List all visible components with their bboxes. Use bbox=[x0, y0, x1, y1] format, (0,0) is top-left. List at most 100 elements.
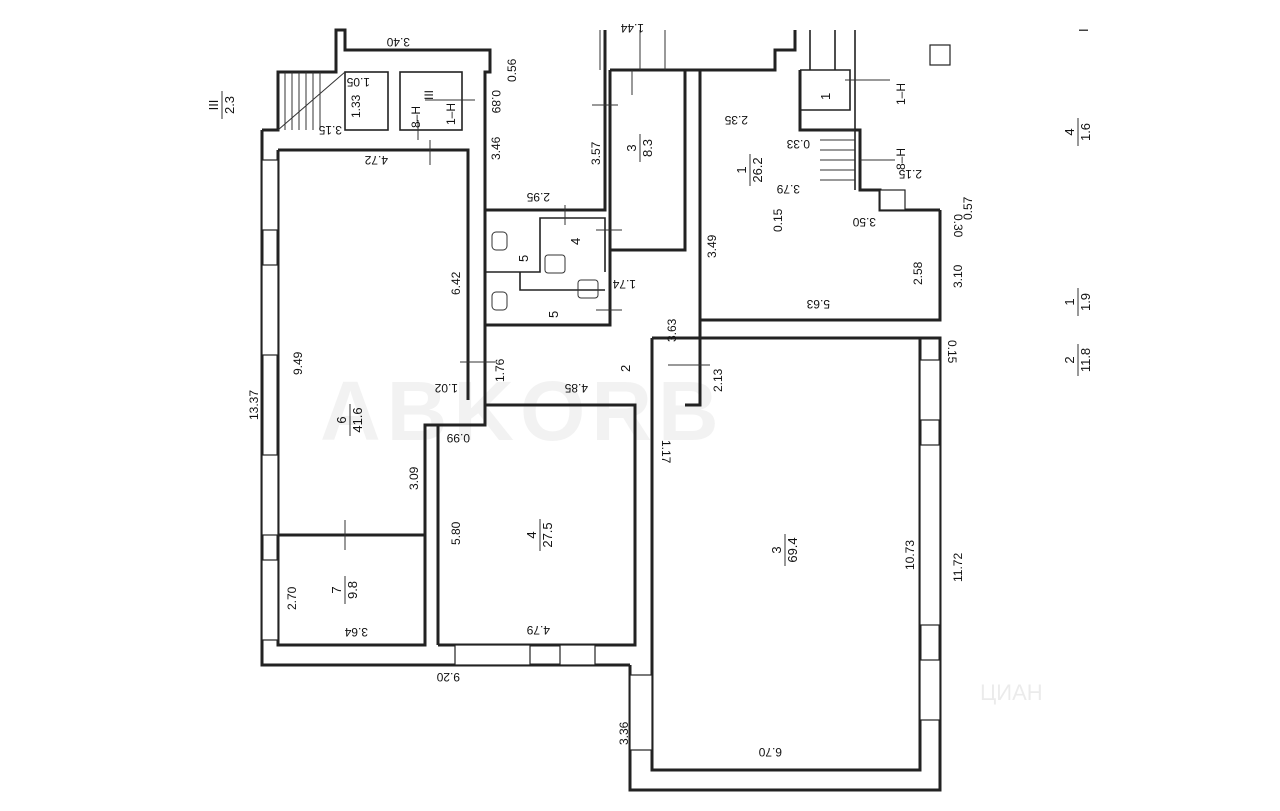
dim: 3.64 bbox=[344, 625, 368, 639]
dim: 3.50 bbox=[852, 215, 876, 229]
dim: 5.63 bbox=[806, 297, 830, 311]
dim: 3.49 bbox=[705, 234, 719, 258]
dim: 6.70 bbox=[758, 745, 782, 759]
stair-right-lines bbox=[809, 30, 856, 190]
dim: 0.30 bbox=[951, 214, 965, 238]
dim: 3.09 bbox=[407, 466, 421, 490]
room-number: 1 bbox=[734, 166, 749, 173]
dim: 3.46 bbox=[489, 136, 503, 160]
dim: 5.80 bbox=[449, 521, 463, 545]
fraction-den: 11.8 bbox=[1078, 348, 1093, 372]
window-left-3 bbox=[261, 454, 279, 536]
window-right-3 bbox=[919, 659, 941, 721]
fraction-den: 2.3 bbox=[222, 96, 237, 114]
dim: 0.57 bbox=[961, 196, 975, 220]
fraction-III: III 2.3 bbox=[206, 91, 237, 119]
dim: 0.89 bbox=[489, 90, 503, 114]
room-area: 26.2 bbox=[750, 157, 765, 182]
dim: 1.33 bbox=[349, 94, 363, 118]
wall-room4-room7 bbox=[276, 150, 637, 647]
dim: 3.36 bbox=[617, 721, 631, 745]
room-5a-label: 5 bbox=[516, 255, 531, 262]
wall-wc-block bbox=[483, 30, 942, 327]
window-left-4 bbox=[261, 559, 279, 641]
dim: 3.40 bbox=[386, 35, 410, 49]
small-labels: 4 5 5 2 1 1–H 8–H 1–H 8–H III bbox=[409, 83, 908, 372]
room-area: 69.4 bbox=[785, 537, 800, 562]
dim: 4.72 bbox=[364, 153, 388, 167]
hatch-8h-left: 8–H bbox=[409, 106, 423, 128]
dim: 0.15 bbox=[771, 208, 785, 232]
fraction-den: 1.9 bbox=[1078, 293, 1093, 311]
window-top-right bbox=[879, 189, 906, 211]
stairs bbox=[277, 30, 855, 181]
hatch-1h-left: 1–H bbox=[444, 103, 458, 125]
stair-right-hatch bbox=[820, 129, 855, 181]
fraction-num: 2 bbox=[1062, 356, 1077, 363]
shaft-box bbox=[399, 71, 463, 131]
hatch-1h-right: 1–H bbox=[894, 83, 908, 105]
dim: 0.33 bbox=[786, 137, 810, 151]
door-marks bbox=[344, 70, 895, 550]
room-area: 8.3 bbox=[640, 139, 655, 157]
dim: 9.49 bbox=[291, 351, 305, 375]
dim: 0.99 bbox=[446, 431, 470, 445]
legend-fractions: 4 1.6 1 1.9 2 11.8 III 2.3 I bbox=[206, 28, 1093, 376]
wall-corridor bbox=[483, 250, 702, 407]
dim: 13.37 bbox=[247, 390, 261, 420]
fraction-den: 1.6 bbox=[1078, 123, 1093, 141]
room-7-label: 7 9.8 bbox=[329, 576, 360, 604]
room-1-label: 1 26.2 bbox=[734, 154, 765, 186]
toilet-icon bbox=[491, 291, 508, 311]
windows bbox=[261, 44, 951, 751]
dim: 1.02 bbox=[434, 381, 458, 395]
dim: 0.56 bbox=[505, 58, 519, 82]
window-right-2 bbox=[919, 444, 941, 626]
dim: 6.42 bbox=[449, 271, 463, 295]
room-number: 7 bbox=[329, 586, 344, 593]
fraction-num: 1 bbox=[1062, 298, 1077, 305]
room-number: 4 bbox=[524, 531, 539, 538]
fraction-2: 2 11.8 bbox=[1062, 344, 1093, 376]
dimension-labels: 3.40 0.56 1.44 1.05 1.33 3.15 0.89 3.46 … bbox=[247, 21, 975, 759]
wall-wc-partition bbox=[485, 217, 606, 273]
fraction-4: 4 1.6 bbox=[1062, 118, 1093, 146]
dim: 2.58 bbox=[911, 261, 925, 285]
sink-icon bbox=[577, 279, 599, 299]
window-bottom-1 bbox=[454, 644, 531, 666]
room-4-small-label: 4 bbox=[568, 238, 583, 245]
dim: 4.85 bbox=[564, 381, 588, 395]
dim: 1.74 bbox=[612, 277, 636, 291]
top-shaft-lines bbox=[599, 30, 666, 70]
marker-square bbox=[929, 44, 951, 66]
wall-top-left bbox=[262, 28, 492, 210]
dim: 1.76 bbox=[493, 358, 507, 382]
stair-right-box bbox=[800, 69, 851, 111]
room-number: 3 bbox=[769, 546, 784, 553]
window-right-1 bbox=[919, 359, 941, 421]
walls bbox=[260, 28, 942, 792]
fraction-num: 4 bbox=[1062, 128, 1077, 135]
window-left-1 bbox=[261, 159, 279, 231]
fraction-num: III bbox=[206, 100, 221, 111]
stair-left-box bbox=[344, 71, 389, 131]
dim: 1.44 bbox=[620, 21, 644, 35]
dim: 9.20 bbox=[436, 670, 460, 684]
fraction-1: 1 1.9 bbox=[1062, 288, 1093, 316]
room-area: 41.6 bbox=[350, 407, 365, 432]
fixtures bbox=[491, 231, 599, 311]
room-3-big-label: 3 69.4 bbox=[769, 534, 800, 566]
dim: 2.15 bbox=[898, 167, 922, 181]
room-area: 9.8 bbox=[345, 581, 360, 599]
dim: 3.79 bbox=[776, 182, 800, 196]
dim: 10.73 bbox=[903, 540, 917, 570]
door-ticks bbox=[344, 70, 895, 550]
stair-left-hatch bbox=[277, 71, 346, 131]
dim: 1.17 bbox=[659, 440, 673, 464]
room-5b-label: 5 bbox=[546, 311, 561, 318]
stair-1-label: 1 bbox=[818, 93, 833, 100]
tag-III: III bbox=[422, 90, 436, 100]
dim: 1.05 bbox=[346, 75, 370, 89]
room-6-label: 6 41.6 bbox=[334, 404, 365, 436]
